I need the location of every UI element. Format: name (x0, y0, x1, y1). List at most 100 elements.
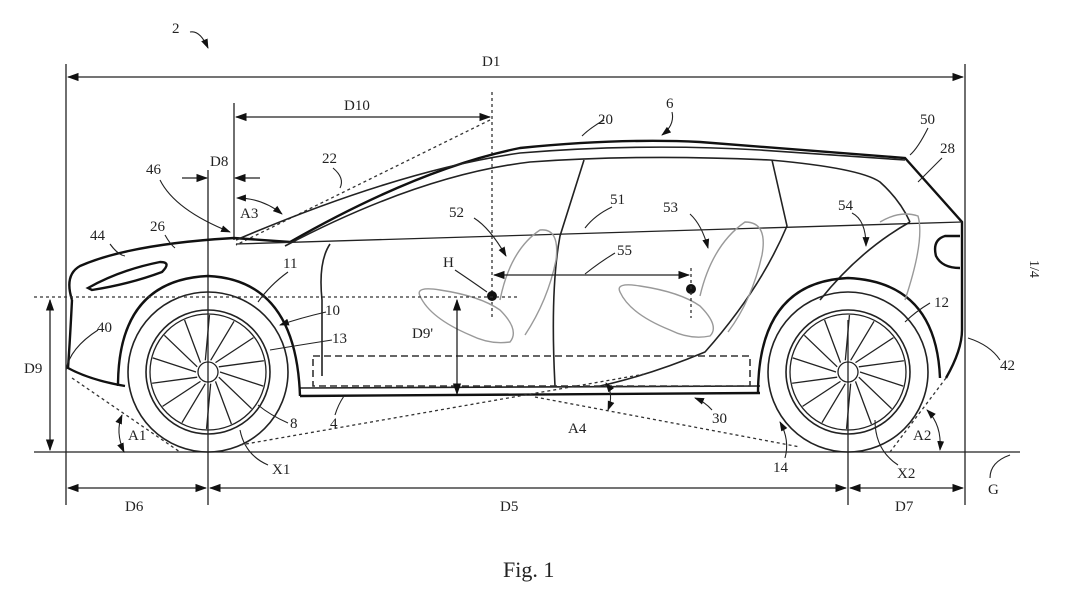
front-bumper-leader (65, 329, 99, 371)
angle-a1-label: A1 (128, 428, 146, 444)
seat-spacing-leader (584, 252, 616, 275)
angle-a4-arc (605, 382, 615, 411)
underbody-leader (334, 395, 345, 416)
middle-seat-cushion (618, 284, 714, 338)
rear-tyre-leader-arrow (779, 421, 788, 459)
b-pillar-line (552, 159, 585, 387)
wheel-spoke (859, 371, 904, 387)
wheel-spoke (802, 380, 841, 407)
rear-light (933, 234, 961, 270)
label-roof: 20 (598, 112, 613, 128)
wheel-spoke (205, 383, 212, 430)
bonnet-leader (164, 234, 176, 249)
wheel-spoke (792, 357, 837, 373)
angle-a2-label: A2 (913, 428, 931, 444)
label-front-panel: 44 (90, 228, 106, 244)
label-hip-point: H (443, 255, 454, 271)
label-rear-tyre: 14 (773, 460, 789, 476)
angle-a3-label: A3 (240, 206, 258, 222)
wheel-spoke (215, 337, 254, 364)
hip-point-front-marker (487, 291, 497, 301)
front-door-line (320, 243, 331, 376)
rear-bumper-leader (967, 337, 1001, 361)
roof-leader (581, 119, 605, 137)
wheel-spoke (183, 319, 202, 363)
roof-inner-line (235, 146, 906, 241)
wheel-spoke (162, 380, 201, 407)
label-underbody: 4 (330, 416, 338, 432)
wheel-spoke (792, 376, 838, 384)
dimension-d9-label: D9 (24, 361, 42, 377)
car-body-outline (68, 139, 964, 379)
rear-seat-back (879, 213, 921, 301)
dimension-d5-label: D5 (500, 499, 518, 515)
wheel-spoke (219, 371, 264, 387)
rear-axle-leader (874, 419, 899, 466)
cowl-leader-arrow (159, 179, 231, 233)
label-sill: 30 (712, 411, 727, 427)
label-sill-front: 13 (332, 331, 347, 347)
label-middle-seat: 53 (663, 200, 678, 216)
label-vehicle: 2 (172, 21, 180, 37)
dimension-d10-label: D10 (344, 98, 370, 114)
wheel-spoke (823, 319, 842, 363)
label-front-wheel: 10 (325, 303, 340, 319)
wheel-spoke (854, 381, 873, 425)
front-wheel-arch (116, 274, 302, 397)
angle-a2-arc (926, 409, 945, 451)
breakover-line-front (239, 373, 646, 446)
belt-line (235, 221, 963, 245)
label-rear-bumper: 42 (1000, 358, 1015, 374)
wheel-spoke (181, 383, 206, 424)
front-wheel-arch-leader (257, 271, 289, 303)
label-rear-seat: 54 (838, 198, 854, 214)
label-front-axle: X1 (272, 462, 290, 478)
approach-angle-line (71, 377, 181, 453)
vehicle-leader-arrow (189, 31, 209, 49)
dimension-d7-label: D7 (895, 499, 914, 515)
hip-point-leader (454, 269, 488, 293)
ground-leader (989, 454, 1011, 479)
label-bonnet: 26 (150, 219, 166, 235)
dimension-d1-label: D1 (482, 54, 500, 70)
rear-seat-leader-arrow (851, 212, 870, 247)
wheel-spoke (210, 320, 235, 361)
wheel-spoke (163, 334, 198, 368)
label-belt-line: 51 (610, 192, 625, 208)
window-line (284, 156, 911, 247)
dimension-d6-label: D6 (125, 499, 144, 515)
dimension-d9prime-label: D9' (412, 326, 433, 342)
label-front-seat: 52 (449, 205, 464, 221)
label-windshield: 22 (322, 151, 337, 167)
label-rear-window: 28 (940, 141, 955, 157)
wheel-spoke (218, 376, 253, 410)
label-ground: G (988, 482, 999, 498)
wheel-spoke (152, 376, 198, 384)
front-wheel-leader-arrow (279, 311, 327, 326)
rear-door-line (599, 159, 788, 387)
wheel-spoke (218, 360, 264, 368)
front-panel-leader (109, 243, 126, 257)
wheel-spoke (858, 376, 893, 410)
angle-a4-label: A4 (568, 421, 587, 437)
angle-a1-arc (115, 414, 125, 453)
body-leader-arrow (661, 111, 674, 136)
belt-line-leader (584, 206, 613, 229)
front-bumper-outline (66, 299, 126, 388)
wheel-spoke (855, 337, 894, 364)
label-front-tyre: 8 (290, 416, 298, 432)
wheel-spoke (858, 360, 904, 368)
middle-seat-back (699, 221, 764, 333)
sill-front-leader (269, 339, 333, 351)
wheel-spoke (821, 383, 846, 424)
label-front-bumper: 40 (97, 320, 112, 336)
windshield-sight-line (235, 119, 491, 246)
angle-a3-arc (236, 194, 283, 215)
windshield-leader (332, 167, 342, 189)
sill-leader-arrow (694, 397, 713, 411)
rear-quarter-line (819, 221, 911, 301)
wheel-spoke (803, 334, 838, 368)
front-tyre-leader (257, 404, 289, 424)
front-seat-leader-arrow (473, 217, 507, 257)
